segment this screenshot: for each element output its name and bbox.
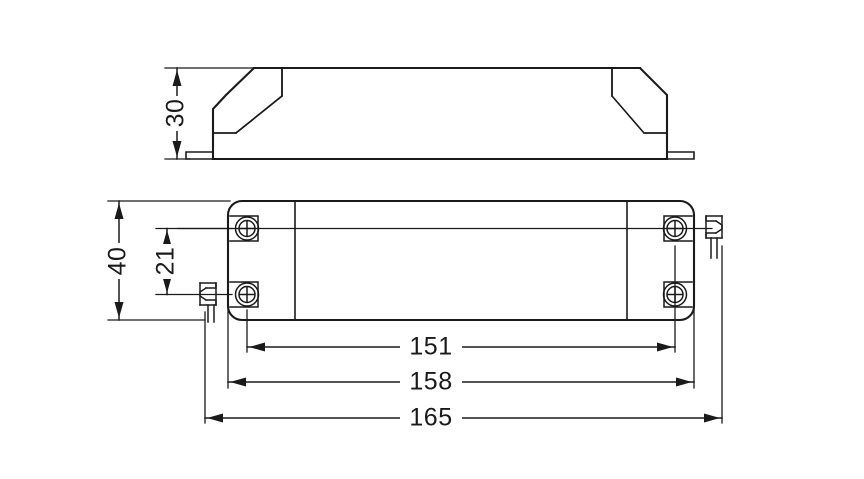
left-endcap-lower-chamfer <box>212 94 284 134</box>
dim-label-151: 151 <box>409 333 452 361</box>
arrow-width-up <box>114 203 124 219</box>
arrow-pitch-up <box>162 230 172 246</box>
dim-label-pitch: 21 <box>152 247 180 276</box>
foot-right <box>666 151 695 160</box>
dim-text-bg-width <box>106 243 133 279</box>
arrow-158-right <box>676 377 692 387</box>
arrow-165-right <box>704 413 720 423</box>
dim-label-165: 165 <box>409 404 452 432</box>
right-endcap-chamfer <box>611 67 668 134</box>
housing-plan-outline <box>226 199 696 322</box>
screw-bottom-left <box>229 281 260 308</box>
dim-label-height: 30 <box>162 99 190 128</box>
arrow-height-down <box>172 141 182 157</box>
arrow-height-up <box>172 70 182 86</box>
screw-head-outer-bl <box>234 282 260 307</box>
tab-right-lower-prong <box>705 232 723 239</box>
arrow-165-left <box>207 413 223 423</box>
side-elevation-view: 30 <box>162 66 695 161</box>
dim-text-bg-151 <box>400 331 462 363</box>
arrow-151-left <box>249 342 265 352</box>
dim-text-bg-pitch <box>154 244 181 279</box>
tab-right-hook <box>714 219 723 235</box>
dim-text-bg-165 <box>400 402 462 434</box>
tab-right-upper-prong <box>705 215 723 222</box>
arrow-158-left <box>230 377 246 387</box>
dim-label-width: 40 <box>104 247 132 276</box>
screw-bottom-right <box>662 281 693 308</box>
plan-view: 40 21 151 <box>104 199 723 434</box>
arrow-width-down <box>114 302 124 318</box>
foot-left <box>185 151 214 160</box>
dim-text-bg-158 <box>400 366 462 398</box>
housing-side-profile <box>211 66 669 161</box>
dim-text-bg-height <box>164 96 191 131</box>
arrow-pitch-down <box>162 277 172 293</box>
tab-right <box>705 215 723 259</box>
tab-left-upper-prong <box>199 282 217 289</box>
tab-left <box>199 282 217 323</box>
dim-label-158: 158 <box>409 368 452 396</box>
arrow-151-right <box>657 342 673 352</box>
